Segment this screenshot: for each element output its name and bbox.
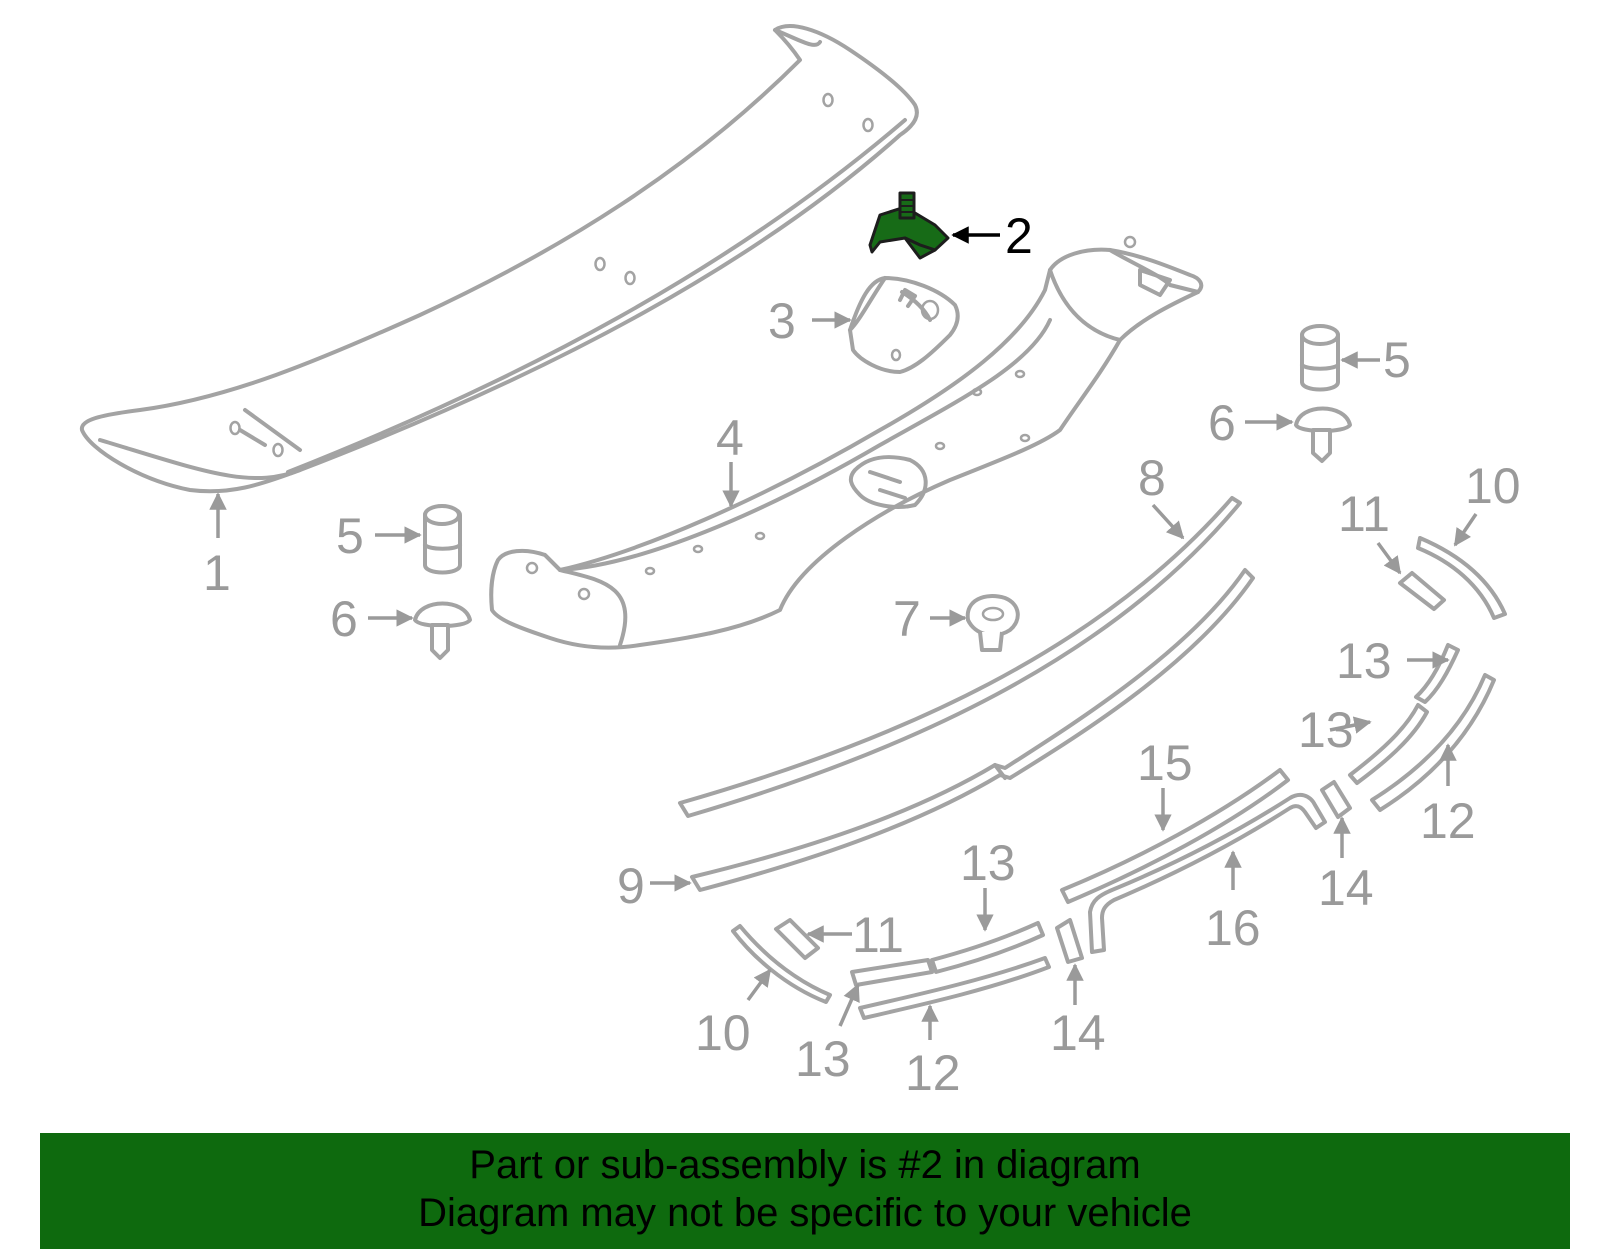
callout-7[interactable]: 7 xyxy=(893,591,921,647)
callout-13-b[interactable]: 13 xyxy=(1298,702,1354,758)
callout-9[interactable]: 9 xyxy=(617,858,645,914)
part-10-trim-left[interactable] xyxy=(731,924,832,1004)
callout-2[interactable]: 2 xyxy=(1005,208,1033,264)
callout-6-right[interactable]: 6 xyxy=(1208,395,1236,451)
callout-12-left[interactable]: 12 xyxy=(905,1045,961,1101)
part-10-trim-right[interactable] xyxy=(1416,536,1507,620)
part-11-pad-right[interactable] xyxy=(1398,571,1446,611)
callout-5-right[interactable]: 5 xyxy=(1383,332,1411,388)
part-16-strip[interactable] xyxy=(1088,792,1327,954)
callout-13-c[interactable]: 13 xyxy=(960,835,1016,891)
part-8-seal-strip[interactable] xyxy=(678,496,1242,818)
callout-10-left[interactable]: 10 xyxy=(695,1005,751,1061)
part-12-strip-left[interactable] xyxy=(858,956,1051,1020)
callout-labels: 1 2 3 4 5 5 6 6 7 8 9 10 10 11 11 12 12 … xyxy=(203,208,1521,1101)
part-15-strip[interactable] xyxy=(1060,768,1290,904)
info-banner: Part or sub-assembly is #2 in diagram Di… xyxy=(40,1133,1570,1249)
callout-13-d[interactable]: 13 xyxy=(795,1031,851,1087)
part-9-seal-strip[interactable] xyxy=(690,568,1255,892)
part-2-bracket[interactable] xyxy=(868,191,950,260)
part-6-clip-left[interactable] xyxy=(413,601,472,660)
callout-5-left[interactable]: 5 xyxy=(336,508,364,564)
part-1-spoiler[interactable] xyxy=(79,24,919,494)
part-11-pad-left[interactable] xyxy=(774,918,820,960)
part-4-frame[interactable] xyxy=(489,235,1204,650)
callout-12-right[interactable]: 12 xyxy=(1420,793,1476,849)
part-13-strip-a[interactable] xyxy=(1414,643,1460,704)
part-13-strip-c[interactable] xyxy=(930,921,1045,974)
part-2-flap xyxy=(903,236,937,260)
banner-line-2: Diagram may not be specific to your vehi… xyxy=(418,1191,1192,1235)
part-14-pad-left[interactable] xyxy=(1055,918,1084,964)
part-7-nut[interactable] xyxy=(965,594,1020,652)
part-13-strip-d[interactable] xyxy=(850,958,934,987)
callout-14-left[interactable]: 14 xyxy=(1050,1005,1106,1061)
part-13-strip-b[interactable] xyxy=(1348,703,1429,785)
part-5-grommet-right[interactable] xyxy=(1300,324,1340,392)
part-3-bracket[interactable] xyxy=(848,276,960,374)
part-14-pad-right[interactable] xyxy=(1320,780,1352,819)
callout-10-right[interactable]: 10 xyxy=(1465,458,1521,514)
callout-15[interactable]: 15 xyxy=(1137,735,1193,791)
callout-11-right[interactable]: 11 xyxy=(1338,486,1390,542)
part-5-grommet-left[interactable] xyxy=(423,504,462,575)
leader-lines xyxy=(209,226,1478,1040)
callout-14-right[interactable]: 14 xyxy=(1318,860,1374,916)
callout-8[interactable]: 8 xyxy=(1138,450,1166,506)
banner-line-1: Part or sub-assembly is #2 in diagram xyxy=(469,1143,1141,1187)
part-6-clip-right[interactable] xyxy=(1294,406,1352,463)
callout-3[interactable]: 3 xyxy=(768,293,796,349)
part-12-strip-right[interactable] xyxy=(1370,673,1496,812)
callout-13-a[interactable]: 13 xyxy=(1336,633,1392,689)
callout-11-left[interactable]: 11 xyxy=(852,907,904,963)
callout-4[interactable]: 4 xyxy=(716,410,744,466)
callout-1[interactable]: 1 xyxy=(203,545,231,601)
callout-6-left[interactable]: 6 xyxy=(330,591,358,647)
callout-16[interactable]: 16 xyxy=(1205,900,1261,956)
